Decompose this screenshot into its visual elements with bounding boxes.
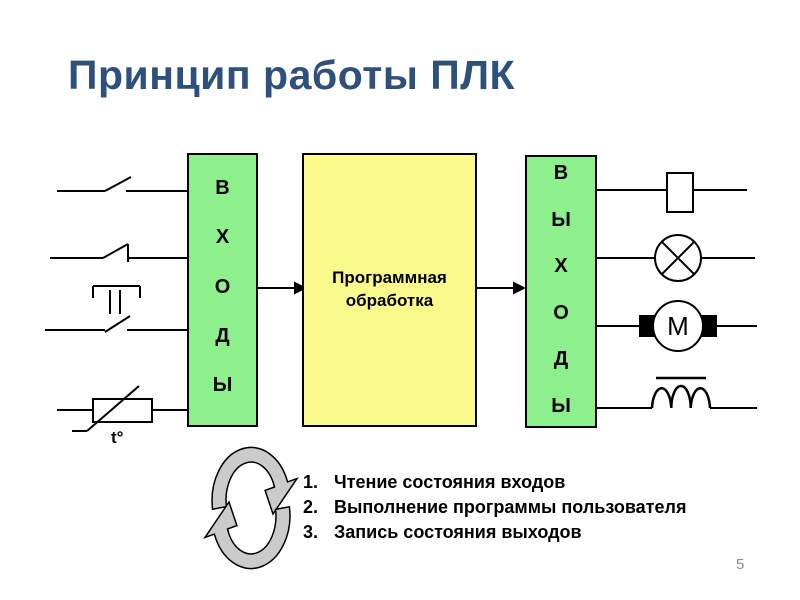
- page-number: 5: [736, 556, 745, 573]
- outputs-box-letter: Д: [553, 348, 569, 371]
- input-thermistor-icon: t°: [57, 385, 189, 447]
- inputs-box-letter: Д: [215, 324, 230, 347]
- inputs-box-letter: Х: [215, 226, 230, 249]
- inputs-box-letter: В: [215, 177, 230, 199]
- outputs-box-letter: О: [553, 301, 569, 324]
- inputs-box-letter: О: [214, 275, 231, 298]
- motor-label: M: [667, 311, 689, 341]
- thermistor-label: t°: [111, 428, 124, 447]
- output-relay-coil-icon: [597, 172, 747, 213]
- output-lamp-icon: [597, 234, 755, 282]
- step-number: 1.: [303, 472, 319, 492]
- cycle-steps-list: 1. Чтение состояния входов 2. Выполнение…: [303, 470, 686, 545]
- arrow-inputs-to-process: [258, 281, 307, 295]
- output-motor-icon: M: [597, 300, 757, 352]
- process-box-label: Программная обработка: [332, 268, 447, 310]
- inputs-box-letter: Ы: [212, 374, 233, 396]
- list-item: 2. Выполнение программы пользователя: [303, 495, 686, 520]
- arrow-process-to-outputs: [477, 281, 526, 295]
- outputs-box: В Ы Х О Д Ы: [525, 155, 597, 428]
- step-number: 2.: [303, 497, 319, 517]
- step-text: Выполнение программы пользователя: [334, 497, 687, 517]
- list-item: 3. Запись состояния выходов: [303, 520, 686, 545]
- output-inductor-icon: [597, 376, 757, 409]
- outputs-box-letter: Х: [554, 255, 568, 278]
- step-text: Чтение состояния входов: [334, 472, 566, 492]
- page-title: Принцип работы ПЛК: [68, 52, 515, 98]
- process-box: Программная обработка: [302, 153, 477, 427]
- outputs-box-letter: Ы: [551, 394, 571, 417]
- circular-arrows-icon: [203, 446, 299, 570]
- outputs-box-letter: Ы: [551, 208, 571, 231]
- input-no-contact-icon: [57, 176, 189, 192]
- inputs-box: В Х О Д Ы: [187, 153, 258, 427]
- step-number: 3.: [303, 522, 319, 542]
- input-limit-switch-icon: [50, 243, 189, 262]
- step-text: Запись состояния выходов: [334, 522, 582, 542]
- input-push-button-icon: [45, 285, 189, 333]
- outputs-box-letter: В: [553, 162, 569, 184]
- list-item: 1. Чтение состояния входов: [303, 470, 686, 495]
